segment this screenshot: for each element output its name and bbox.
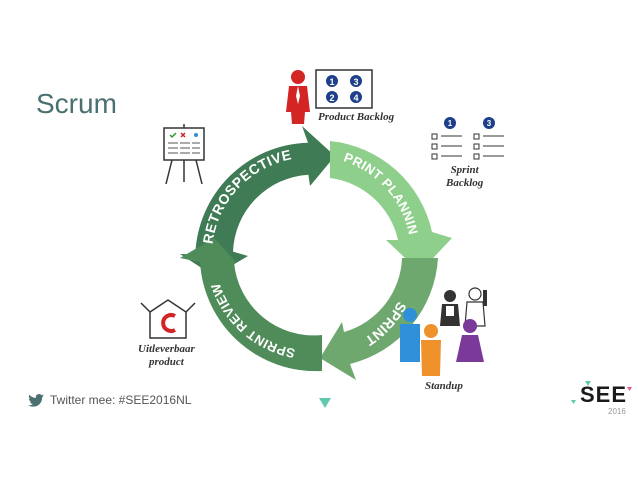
standup-label: Standup: [425, 380, 463, 392]
product-backlog-label: Product Backlog: [318, 111, 395, 123]
logo-triangle: [585, 381, 591, 386]
twitter-hashtag-text: Twitter mee: #SEE2016NL: [50, 393, 192, 407]
segment-sprint: [320, 258, 438, 380]
sprint-backlog-icon: 1 3: [431, 117, 504, 160]
twitter-footer: Twitter mee: #SEE2016NL: [28, 393, 191, 407]
backlog-number: 3: [353, 77, 358, 87]
deliverable-label-line2: product: [148, 356, 184, 368]
backlog-number: 1: [329, 77, 334, 87]
logo-triangle: [571, 400, 576, 404]
logo-triangle: [627, 387, 632, 391]
sprint-backlog-label: Sprint Backlog: [446, 164, 483, 190]
slide-title: Scrum: [36, 88, 117, 119]
segment-sprint-review: [180, 238, 322, 372]
product-owner-icon: [286, 70, 310, 124]
team-member-orange: [421, 324, 441, 376]
sprint-backlog-number: 1: [448, 119, 453, 128]
see-logo-year: 2016: [608, 407, 626, 416]
decorative-triangle: [319, 398, 331, 408]
deliverable-label-line1: Uitleverbaar: [138, 343, 195, 355]
backlog-number: 4: [353, 93, 358, 103]
sprint-backlog-label-line2: Backlog: [446, 177, 484, 189]
team-member-purple: [456, 319, 484, 362]
deliverable-product-box-icon: [140, 299, 196, 339]
retrospective-easel-icon: [163, 124, 205, 185]
team-member-blue: [400, 308, 420, 362]
sprint-backlog-label-line1: Sprint: [450, 164, 479, 176]
product-backlog-board-icon: 1 3 2 4: [315, 69, 373, 109]
segment-retrospective: [180, 126, 335, 276]
see-logo-text: SEE: [580, 382, 628, 407]
standup-team-icon: [400, 287, 487, 376]
segment-sprint-planning: [330, 141, 452, 272]
sprint-backlog-number: 3: [487, 119, 492, 128]
team-member-black: [440, 290, 460, 326]
backlog-number: 2: [329, 93, 334, 103]
deliverable-label: Uitleverbaar product: [138, 343, 195, 369]
twitter-bird-icon: [28, 393, 44, 407]
